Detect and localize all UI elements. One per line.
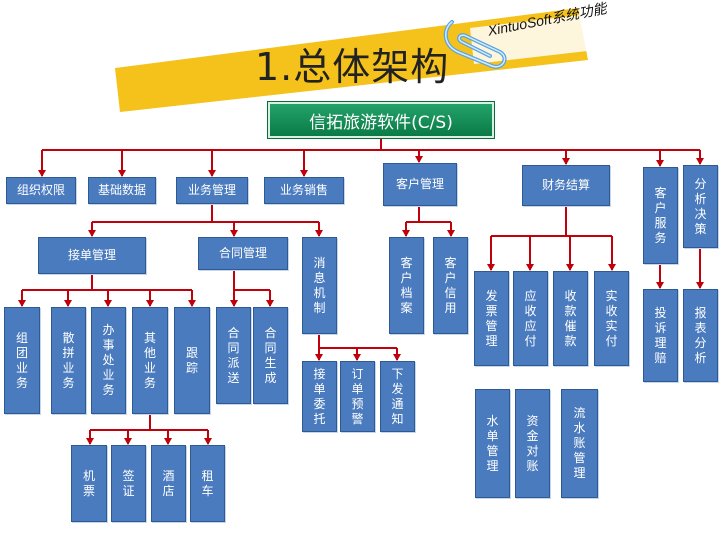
node-khda: 客户档案 — [389, 237, 424, 334]
node-htgl: 合同管理 — [198, 237, 288, 270]
node-jcsj: 基础数据 — [88, 177, 156, 204]
node-label: 接单管理 — [67, 248, 116, 262]
node-label: 组织权限 — [16, 183, 65, 197]
node-label: 客户信用 — [444, 255, 457, 315]
node-label: 报表分析 — [694, 305, 707, 365]
node-bbfx: 报表分析 — [683, 289, 718, 382]
node-fxjc: 分析决策 — [683, 165, 718, 248]
node-label: 业务销售 — [279, 183, 328, 197]
node-label: 财务结算 — [541, 178, 590, 192]
node-label: 酒店 — [162, 468, 175, 498]
node-label: 组团业务 — [15, 330, 28, 390]
node-xftz: 下发通知 — [380, 361, 415, 432]
node-label: 客户档案 — [400, 255, 413, 315]
node-cwjs: 财务结算 — [522, 165, 610, 206]
node-bscyw: 办事处业务 — [91, 307, 126, 414]
node-ztyw: 组团业务 — [4, 307, 40, 414]
node-zjdz: 资金对账 — [515, 389, 550, 498]
node-jd: 酒店 — [151, 445, 186, 522]
node-jdwt: 接单委托 — [302, 361, 337, 432]
node-jp: 机票 — [71, 445, 107, 522]
node-jdgl: 接单管理 — [38, 237, 146, 274]
paperclip-icon — [443, 20, 507, 69]
node-gz: 跟踪 — [174, 307, 210, 414]
node-label: 其他业务 — [143, 330, 156, 390]
node-label: 流水账管理 — [573, 406, 586, 480]
node-label: 租车 — [201, 468, 214, 498]
node-zzqx: 组织权限 — [6, 177, 76, 204]
node-label: 接单委托 — [313, 366, 326, 426]
node-fpgl: 发票管理 — [474, 271, 509, 366]
node-htsc: 合同生成 — [253, 307, 288, 404]
node-sfss: 实收实付 — [594, 271, 629, 366]
node-ywgl: 业务管理 — [176, 177, 248, 204]
root-node: 信拓旅游软件(C/S) — [268, 102, 494, 138]
node-khxy: 客户信用 — [433, 237, 468, 334]
node-label: 客户服务 — [654, 185, 667, 245]
node-label: 合同管理 — [218, 246, 267, 260]
node-yszf: 应收应付 — [513, 271, 548, 366]
node-qz: 签证 — [111, 445, 146, 522]
node-label: 资金对账 — [526, 413, 539, 473]
node-khfw: 客户服务 — [643, 167, 678, 264]
node-label: 基础数据 — [97, 183, 146, 197]
node-qtyw: 其他业务 — [132, 307, 168, 414]
node-label: 跟踪 — [185, 345, 198, 375]
node-label: 水单管理 — [486, 413, 499, 473]
node-xxjz: 消息机制 — [302, 237, 337, 334]
node-label: 应收应付 — [524, 288, 537, 348]
node-label: 签证 — [122, 468, 135, 498]
node-label: 投诉理赔 — [654, 305, 667, 365]
page-title: 1.总体架构 — [255, 45, 450, 89]
node-sdgl: 水单管理 — [475, 389, 510, 498]
node-label: 分析决策 — [694, 176, 707, 236]
node-htps: 合同派送 — [216, 307, 251, 404]
node-label: 散拼业务 — [62, 330, 75, 390]
node-label: 实收实付 — [605, 288, 618, 348]
node-dyyj: 订单预警 — [340, 361, 375, 432]
node-label: 下发通知 — [391, 366, 404, 426]
node-label: 客户管理 — [395, 177, 444, 191]
node-label: 机票 — [82, 468, 95, 498]
node-label: 消息机制 — [313, 255, 326, 315]
node-label: 合同派送 — [227, 325, 240, 385]
title-banner — [115, 8, 648, 112]
node-label: 办事处业务 — [102, 323, 115, 397]
node-khgl: 客户管理 — [383, 163, 457, 206]
node-tslp: 投诉理赔 — [643, 289, 678, 382]
node-label: 业务管理 — [187, 183, 236, 197]
node-label: 合同生成 — [264, 325, 277, 385]
node-spyw: 散拼业务 — [51, 307, 86, 414]
node-label: 收款催款 — [564, 288, 577, 348]
node-ywxs: 业务销售 — [264, 177, 344, 204]
node-lszgl: 流水账管理 — [561, 389, 598, 498]
node-kccs: 收款催款 — [553, 271, 588, 366]
node-label: 发票管理 — [485, 288, 498, 348]
node-label: 订单预警 — [351, 366, 364, 426]
node-zc: 租车 — [190, 445, 225, 522]
